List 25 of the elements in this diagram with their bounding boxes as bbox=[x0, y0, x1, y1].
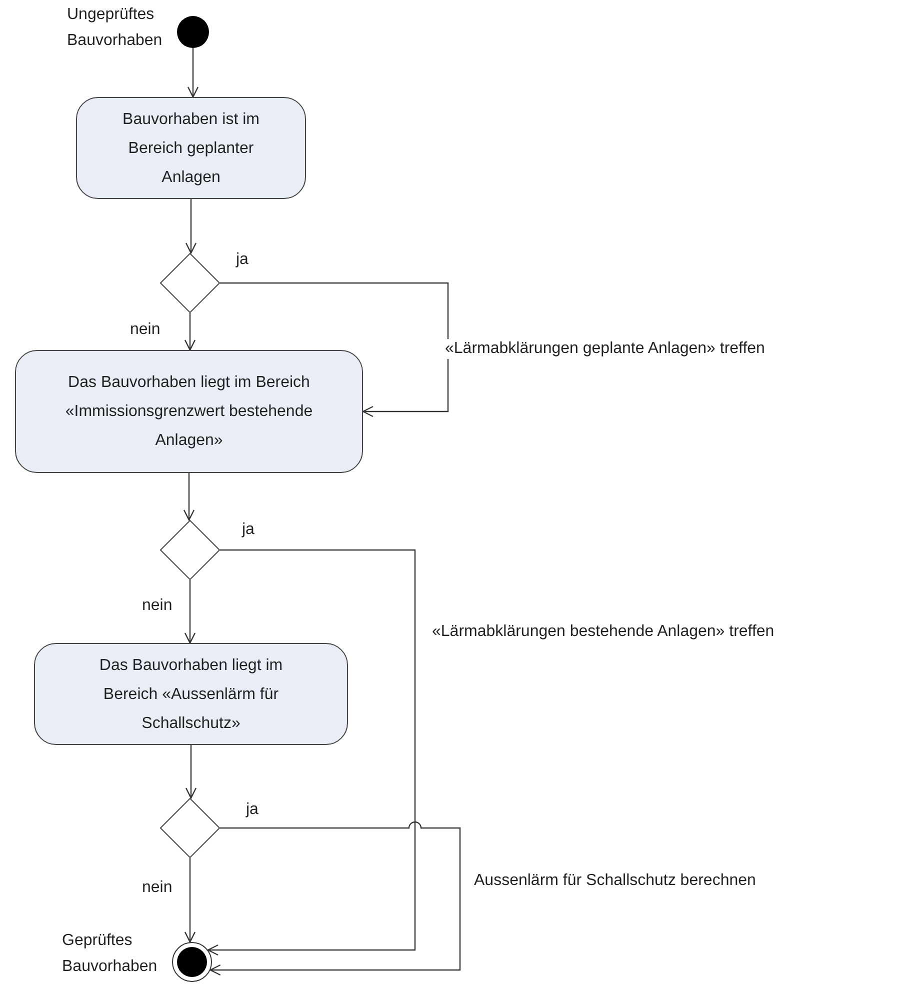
end-node bbox=[172, 942, 212, 982]
arrow bbox=[185, 199, 197, 254]
edge-label: ja bbox=[246, 800, 258, 820]
start-node bbox=[177, 16, 209, 48]
arrow bbox=[210, 822, 461, 976]
transition-note: «Lärmabklärungen bestehende Anlagen» treffen bbox=[432, 622, 774, 642]
arrow bbox=[184, 313, 196, 351]
arrow bbox=[207, 549, 416, 956]
arrow bbox=[187, 48, 199, 98]
action-box: Das Bauvorhaben liegt im Bereich «Immissionsgrenzwert bestehende Anlagen» bbox=[15, 350, 363, 473]
arrow bbox=[185, 745, 197, 799]
edge-label: ja bbox=[242, 520, 254, 540]
decision-diamond bbox=[160, 798, 220, 858]
decision-diamond bbox=[160, 253, 220, 313]
arrow bbox=[184, 858, 196, 943]
action-box: Das Bauvorhaben liegt im Bereich «Aussenlärm für Schallschutz» bbox=[34, 643, 348, 745]
arrow bbox=[183, 473, 195, 521]
edge-label: ja bbox=[236, 250, 248, 270]
arrow bbox=[184, 580, 196, 644]
decision-diamond bbox=[160, 520, 220, 580]
arrow bbox=[220, 282, 449, 418]
transition-note: «Lärmabklärungen geplante Anlagen» treffen bbox=[445, 339, 765, 359]
action-box: Bauvorhaben ist im Bereich geplanter Anlagen bbox=[76, 97, 306, 199]
node-caption: Geprüftes Bauvorhaben bbox=[62, 931, 158, 977]
node-caption: Ungeprüftes Bauvorhaben bbox=[67, 5, 164, 51]
